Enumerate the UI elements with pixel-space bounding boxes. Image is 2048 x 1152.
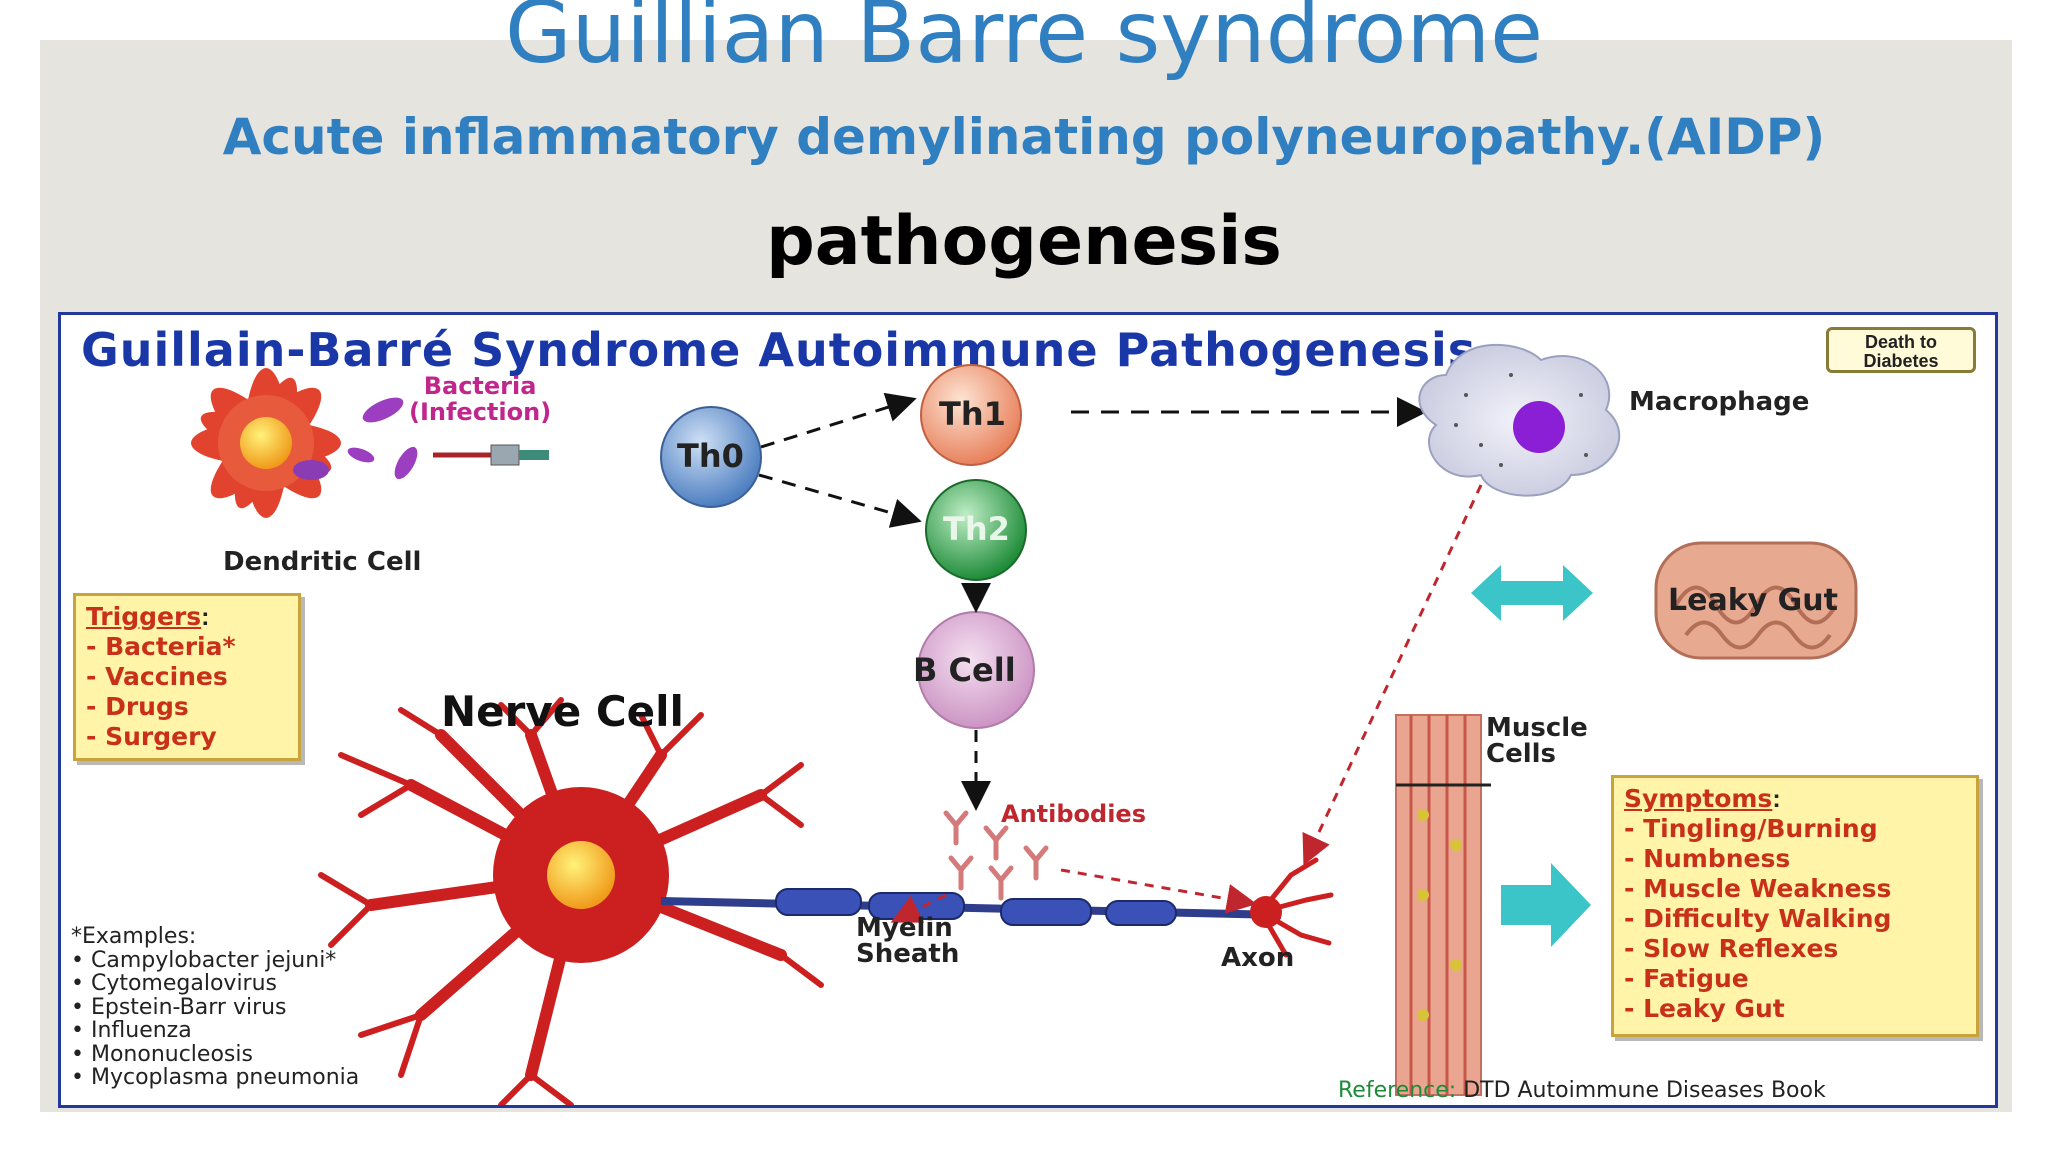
symptoms-box: Symptoms: - Tingling/Burning - Numbness … [1611,775,1979,1037]
antigen-receptor-link [433,444,549,466]
myelin-sheath-label: Myelin Sheath [856,915,959,967]
nerve-cell [318,697,824,1105]
badge-line-1: Death to [1865,332,1937,352]
example-item: • Mononucleosis [71,1041,253,1067]
triggers-box: Triggers: - Bacteria* - Vaccines - Drugs… [73,593,301,761]
examples-heading: *Examples: [71,924,197,949]
bacteria-label-line-2: (Infection) [409,398,552,426]
slide-subtitle: Acute inflammatory demylinating polyneur… [222,108,1826,166]
badge-line-2: Diabetes [1863,351,1939,371]
macrophage-cell [1418,343,1621,497]
arrow-th0-to-th1 [760,392,917,449]
antibodies-label: Antibodies [1001,800,1146,828]
axon-label: Axon [1221,943,1295,973]
example-item: • Influenza [71,1018,192,1043]
arrow-to-symptoms [1501,863,1591,947]
source-badge: Death to Diabetes [1826,327,1976,373]
arrow-macrophage-to-axon [1302,484,1483,866]
intestine [1654,541,1858,660]
slide-title: Guillian Barre syndrome [504,0,1544,83]
th2-label: Th2 [943,510,1010,548]
leaky-gut-label: Leaky Gut [1668,583,1838,618]
example-item: • Epstein-Barr virus [71,994,287,1020]
pathogenesis-figure: Guillain-Barré Syndrome Autoimmune Patho… [58,312,1998,1108]
axon-terminal [1250,857,1334,958]
slide-heading: pathogenesis [766,202,1282,281]
muscle-label-line-1: Muscle [1486,713,1588,743]
example-item: • Mycoplasma pneumonia [71,1065,360,1090]
arrow-antibodies-to-axon [1060,868,1257,914]
axon [660,888,1282,926]
b-cell-label: B Cell [913,651,1016,689]
symptom-item: - Tingling/Burning [1624,814,1878,843]
trigger-item: - Vaccines [86,662,228,691]
trigger-item: - Drugs [86,692,189,721]
symptom-item: - Difficulty Walking [1624,904,1892,933]
reference-text: DTD Autoimmune Diseases Book [1456,1078,1826,1103]
double-arrow [1471,565,1593,621]
th1-cell [920,364,1022,466]
arrow-th0-to-th2 [758,473,922,528]
nerve-cell-label: Nerve Cell [441,687,684,736]
antibodies [943,810,1049,901]
dendritic-cell-label: Dendritic Cell [223,547,422,577]
myelin-label-line-1: Myelin [856,913,953,943]
triggers-heading-text: Triggers [86,602,202,631]
bacteria-label-line-1: Bacteria [423,372,537,400]
th2-cell [925,479,1027,581]
examples-list: *Examples: • Campylobacter jejuni* • Cyt… [71,925,359,1090]
figure-title: Guillain-Barré Syndrome Autoimmune Patho… [81,323,1477,377]
symptoms-heading: Symptoms: [1624,784,1781,813]
th1-label: Th1 [939,395,1006,433]
symptom-item: - Leaky Gut [1624,994,1785,1023]
example-item: • Cytomegalovirus [71,971,278,996]
symptom-item: - Slow Reflexes [1624,934,1839,963]
symptom-item: - Fatigue [1624,964,1749,993]
myelin-label-line-2: Sheath [856,939,960,969]
muscle-label-line-2: Cells [1486,739,1557,769]
trigger-item: - Bacteria* [86,632,236,661]
muscle-cells [1395,714,1491,1096]
bacteria-label: Bacteria (Infection) [409,373,551,425]
example-item: • Campylobacter jejuni* [71,947,337,973]
triggers-heading: Triggers: [86,602,210,631]
dendritic-cell [191,368,341,518]
symptom-item: - Muscle Weakness [1624,874,1892,903]
trigger-item: - Surgery [86,722,217,751]
symptoms-heading-text: Symptoms [1624,784,1773,813]
bacteria [347,397,418,480]
th0-cell [660,406,762,508]
reference-note: Reference: DTD Autoimmune Diseases Book [1338,1078,1826,1103]
reference-prefix: Reference: [1338,1078,1457,1103]
macrophage-label: Macrophage [1629,387,1810,417]
th0-label: Th0 [677,437,744,475]
symptom-item: - Numbness [1624,844,1791,873]
diagram-graphics [191,343,1858,1105]
muscle-cells-label: Muscle Cells [1486,715,1588,767]
